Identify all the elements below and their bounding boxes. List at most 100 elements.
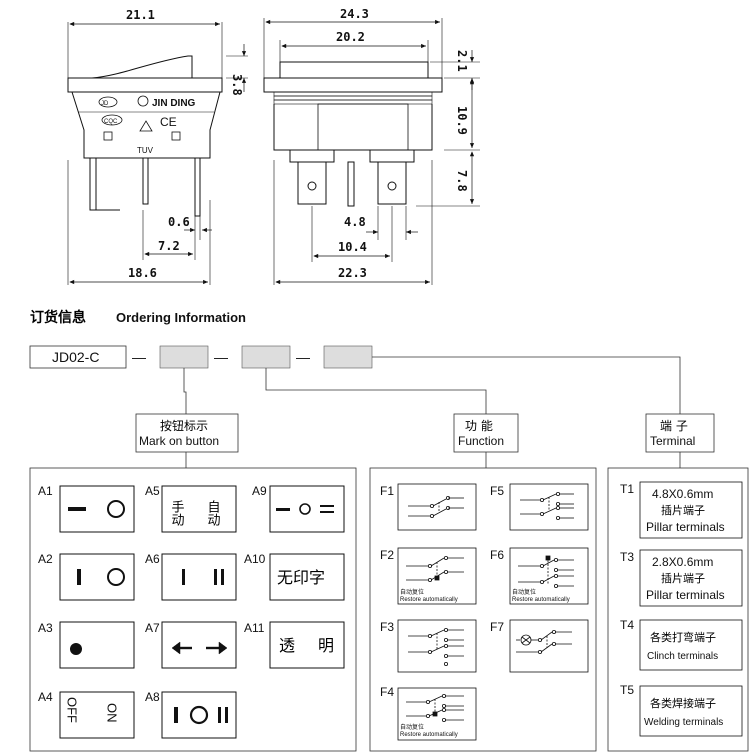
label-t1: T1 (620, 482, 634, 496)
a11-left: 透 (279, 636, 295, 655)
label-a10: A10 (244, 552, 266, 566)
a11-right: 明 (318, 636, 334, 655)
label-t3: T3 (620, 550, 634, 564)
t4-cn: 各类打弯端子 (650, 630, 716, 644)
a6-symbol (182, 569, 224, 585)
dim-10-4: 10.4 (338, 240, 367, 254)
function-section-header (453, 413, 519, 453)
label-f7: F7 (490, 620, 504, 634)
dim-3-8: 3.8 (230, 74, 244, 96)
label-t5: T5 (620, 683, 634, 697)
mark-panel (29, 467, 357, 752)
label-f2: F2 (380, 548, 394, 562)
mark-items (59, 485, 345, 739)
label-a7: A7 (145, 621, 160, 635)
a5-auto: 自动 (205, 500, 221, 527)
function-panel (369, 467, 597, 752)
function-section-cn: 功 能 (465, 419, 493, 433)
a7-arrows (171, 641, 228, 655)
t1-cn: 插片端子 (661, 503, 705, 517)
a4-on: ON (105, 703, 120, 723)
terminal-panel (607, 467, 749, 752)
f4-restore-en: Restore automatically (400, 732, 458, 738)
model-box (29, 345, 127, 369)
side-view-marks: JD JIN DING CQC CE TUV (98, 95, 196, 155)
f2-restore-cn: 自动复位 (400, 588, 424, 596)
dash-1: — (132, 349, 146, 365)
f4-restore-cn: 自动复位 (400, 723, 424, 731)
mark-section-en: Mark on button (139, 434, 219, 448)
brand-mark: JIN DING (152, 98, 196, 109)
ce-mark: CE (160, 115, 177, 129)
mark-labels: A1 A5 A9 A2 A6 A10 A3 A7 A11 A4 A8 (38, 484, 267, 704)
a5-manual: 手动 (169, 500, 185, 527)
ordering-title-en: Ordering Information (116, 310, 246, 325)
t1-size: 4.8X0.6mm (652, 487, 713, 501)
label-f3: F3 (380, 620, 394, 634)
mark-code-slot (159, 345, 209, 369)
function-code-slot (241, 345, 291, 369)
dim-22-3: 22.3 (338, 266, 367, 280)
dim-7-2: 7.2 (158, 239, 180, 253)
t4-en: Clinch terminals (647, 651, 718, 662)
label-a3: A3 (38, 621, 53, 635)
front-view-right (263, 18, 480, 285)
label-a11: A11 (244, 621, 265, 635)
terminal-boxes (639, 481, 743, 737)
label-t4: T4 (620, 618, 634, 632)
terminal-section-en: Terminal (650, 434, 695, 448)
dim-18-6: 18.6 (128, 266, 157, 280)
a9-symbol (276, 503, 334, 515)
label-f5: F5 (490, 484, 504, 498)
dim-20-2: 20.2 (336, 30, 365, 44)
a8-symbol (174, 705, 228, 725)
ordering-code-row: JD02-C — — — (29, 345, 373, 369)
label-a9: A9 (252, 484, 267, 498)
dim-2-1: 2.1 (455, 50, 469, 72)
cqc-mark: CQC (104, 119, 118, 125)
ordering-title-cn: 订货信息 (30, 309, 86, 326)
a10-text: 无印字 (277, 568, 325, 587)
dim-4-8: 4.8 (344, 215, 366, 229)
a1-symbol (68, 500, 125, 518)
switch-diagrams (406, 491, 574, 723)
side-view-left (67, 21, 248, 285)
t1-en: Pillar terminals (646, 520, 725, 534)
tuv-mark: TUV (137, 146, 154, 155)
f6-restore-cn: 自动复位 (512, 588, 536, 596)
label-f4: F4 (380, 685, 394, 699)
a4-off: OFF (65, 697, 80, 723)
f6-restore-en: Restore automatically (512, 597, 570, 603)
label-a4: A4 (38, 690, 53, 704)
connector-lines (183, 356, 681, 468)
t3-en: Pillar terminals (646, 588, 725, 602)
jd-mark: JD (101, 101, 109, 107)
function-section-en: Function (458, 434, 504, 448)
t5-cn: 各类焊接端子 (650, 696, 716, 710)
dim-24-3: 24.3 (340, 7, 369, 21)
mark-section-header (135, 413, 239, 453)
dim-21-1: 21.1 (126, 8, 155, 22)
label-f6: F6 (490, 548, 504, 562)
terminal-labels: T1 T3 T4 T5 4.8X0.6mm 插片端子 Pillar termin… (620, 482, 725, 728)
model-code: JD02-C (52, 349, 99, 365)
terminal-section-cn: 端 子 (660, 419, 688, 433)
terminal-code-slot (323, 345, 373, 369)
function-labels: F1 F5 F2 F6 F3 F7 F4 (380, 484, 504, 699)
t5-en: Welding terminals (644, 717, 723, 728)
label-a5: A5 (145, 484, 160, 498)
label-f1: F1 (380, 484, 394, 498)
label-a1: A1 (38, 484, 53, 498)
a3-dot (70, 643, 82, 655)
t3-cn: 插片端子 (661, 571, 705, 585)
f2-restore-en: Restore automatically (400, 597, 458, 603)
label-a8: A8 (145, 690, 160, 704)
dim-0-6: 0.6 (168, 215, 190, 229)
label-a2: A2 (38, 552, 53, 566)
dash-3: — (296, 349, 310, 365)
dash-2: — (214, 349, 228, 365)
dim-7-8: 7.8 (455, 170, 469, 192)
dim-10-9: 10.9 (455, 106, 469, 135)
